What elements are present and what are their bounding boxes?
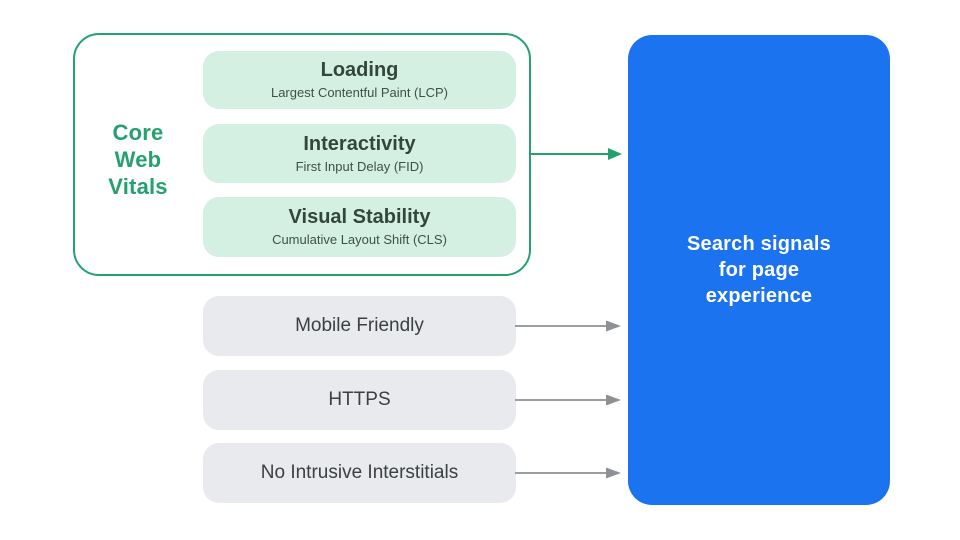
cwv-item-loading: Loading Largest Contentful Paint (LCP)	[203, 51, 516, 109]
search-signals-text: Search signals for page experience	[687, 233, 831, 307]
cwv-loading-subtitle: Largest Contentful Paint (LCP)	[270, 85, 449, 100]
cwv-visual-stability-subtitle: Cumulative Layout Shift (CLS)	[272, 232, 447, 247]
arrow-head	[606, 467, 621, 479]
core-web-vitals-arrow-icon	[530, 148, 622, 160]
cwv-interactivity-subtitle: First Input Delay (FID)	[295, 158, 424, 174]
https-arrow-icon	[515, 394, 621, 406]
core-web-vitals-label: Core Web Vitals	[108, 120, 168, 199]
search-signals-panel: Search signals for page experience	[628, 35, 890, 505]
cwv-interactivity-title: Interactivity	[303, 132, 416, 155]
cwv-visual-stability-title: Visual Stability	[288, 206, 431, 228]
arrow-head	[608, 148, 622, 160]
mobile-friendly-label: Mobile Friendly	[295, 315, 424, 336]
signal-mobile-friendly: Mobile Friendly	[203, 296, 516, 356]
mobile-friendly-arrow-icon	[515, 320, 621, 332]
cwv-item-interactivity: Interactivity First Input Delay (FID)	[203, 124, 516, 183]
arrow-head	[606, 394, 621, 406]
cwv-item-visual-stability: Visual Stability Cumulative Layout Shift…	[203, 197, 516, 257]
cwv-loading-title: Loading	[320, 59, 399, 81]
signal-no-intrusive-interstitials: No Intrusive Interstitials	[203, 443, 516, 503]
signal-https: HTTPS	[203, 370, 516, 430]
https-label: HTTPS	[328, 389, 391, 410]
arrow-head	[606, 320, 621, 332]
no-intrusive-interstitials-arrow-icon	[515, 467, 621, 479]
no-intrusive-interstitials-label: No Intrusive Interstitials	[260, 462, 459, 483]
